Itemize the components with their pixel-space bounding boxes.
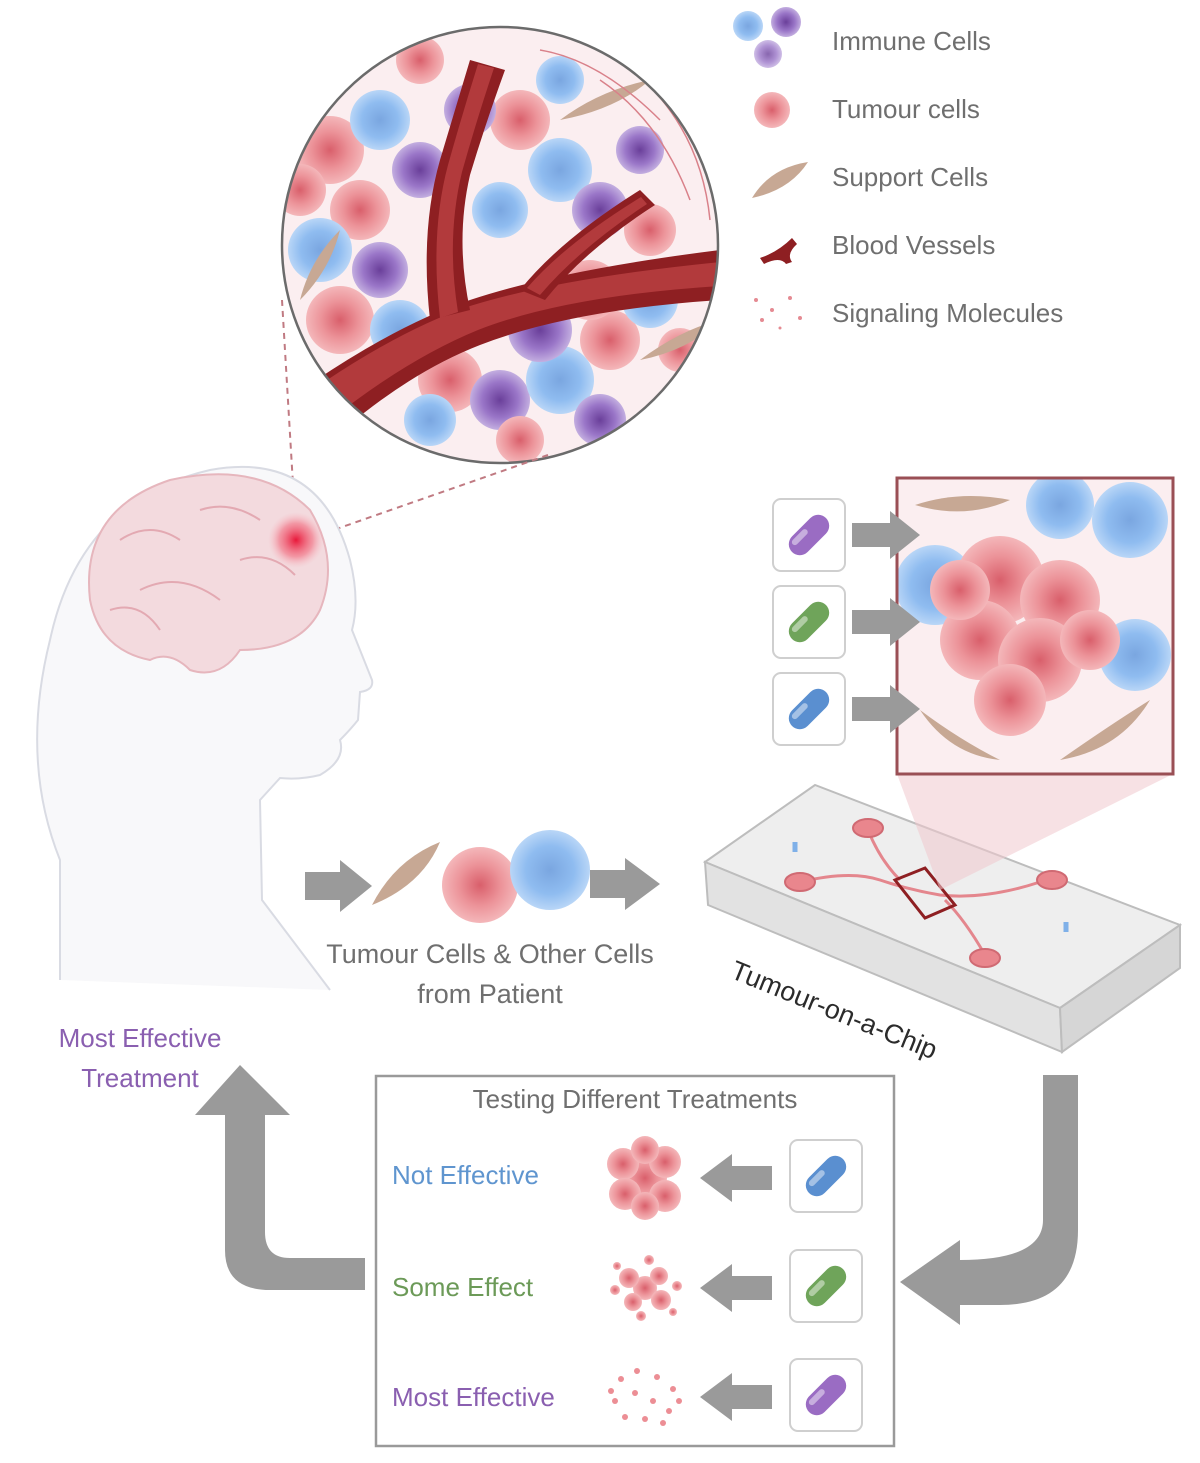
chip-drug-3-pill-icon [788, 688, 830, 730]
chip-zoom-box [895, 476, 1175, 776]
arrow-to-result [195, 1065, 365, 1290]
testing-drug-1-pill-icon [805, 1155, 847, 1197]
arrow-to-chip [590, 858, 660, 910]
zoom-connector-lines [281, 299, 549, 541]
testing-arrow-3 [700, 1373, 772, 1421]
testing-arrow-1 [700, 1154, 772, 1202]
legend-label-immune: Immune Cells [832, 26, 991, 56]
patient-cells-label: Tumour Cells & Other Cells from Patient [326, 939, 654, 1009]
result-label: Most Effective Treatment [58, 1023, 222, 1093]
chip-drug-arrow-3 [852, 685, 920, 733]
tumour-microenvironment-zoom [280, 25, 720, 465]
legend-label-vessels: Blood Vessels [832, 230, 996, 260]
tumour-cell-icon [754, 92, 790, 128]
arrow-to-testing [900, 1075, 1078, 1325]
testing-drug-2-pill-icon [805, 1265, 847, 1307]
tumour-location-marker [268, 512, 324, 568]
legend-label-tumour: Tumour cells [832, 94, 980, 124]
tumour-response-1 [607, 1136, 681, 1220]
testing-title: Testing Different Treatments [472, 1084, 798, 1114]
support-cell-icon [752, 162, 808, 198]
testing-row-label-1: Not Effective [392, 1160, 539, 1190]
chip-drug-arrow-1 [852, 511, 920, 559]
testing-drug-3-pill-icon [805, 1374, 847, 1416]
patient-head [36, 465, 374, 991]
brain [88, 473, 329, 674]
chip-drug-inputs [772, 498, 920, 746]
tumour-response-3 [608, 1368, 682, 1426]
legend [733, 7, 808, 330]
blood-vessel-icon [760, 238, 797, 264]
tumour-cell [442, 847, 518, 923]
legend-label-signaling: Signaling Molecules [832, 298, 1064, 328]
patient-cells-row [305, 830, 660, 923]
tumour-response-2 [610, 1255, 682, 1321]
chip-drug-1-pill-icon [788, 514, 830, 556]
signaling-molecules-icon [754, 296, 802, 330]
immune-cells-icon [733, 7, 801, 68]
testing-row-label-2: Some Effect [392, 1272, 534, 1302]
tumour-on-a-chip [702, 783, 1183, 1054]
immune-cell [510, 830, 590, 910]
chip-culture-chamber [892, 866, 958, 920]
chip-drug-2-pill-icon [788, 601, 830, 643]
chip-zoom-projection [897, 774, 1173, 890]
chip-drug-arrow-2 [852, 598, 920, 646]
testing-box [374, 1074, 896, 1448]
testing-row-label-3: Most Effective [392, 1382, 555, 1412]
support-cell [372, 842, 440, 905]
legend-label-support: Support Cells [832, 162, 989, 192]
arrow-to-cells [305, 860, 372, 912]
testing-arrow-2 [700, 1264, 772, 1312]
